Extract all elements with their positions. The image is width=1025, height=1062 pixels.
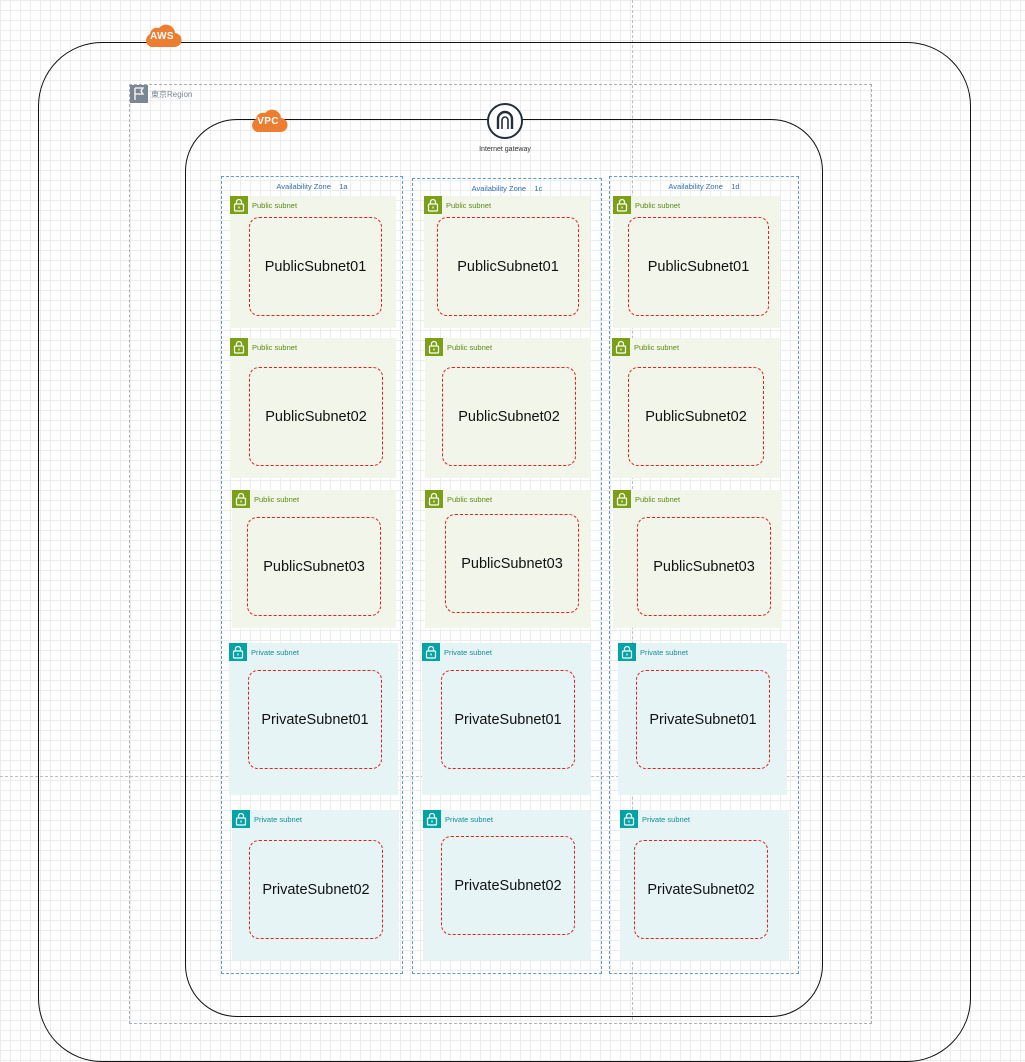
lock-icon [612, 338, 630, 356]
subnet-type-label: Public subnet [254, 495, 300, 504]
subnet-name-label: PrivateSubnet01 [261, 711, 369, 728]
subnet-name-label: PrivateSubnet02 [262, 881, 370, 898]
subnet-resource-box[interactable]: PublicSubnet03 [247, 517, 381, 616]
subnet-resource-box[interactable]: PrivateSubnet01 [248, 670, 382, 769]
subnet-name-label: PublicSubnet03 [653, 558, 755, 575]
subnet-resource-box[interactable]: PublicSubnet03 [445, 514, 579, 613]
lock-icon [232, 810, 250, 828]
lock-icon [613, 196, 631, 214]
availability-zone-label: Availability Zone 1a [276, 182, 348, 191]
subnet-name-label: PublicSubnet01 [264, 258, 367, 275]
subnet-resource-box[interactable]: PrivateSubnet02 [249, 840, 383, 939]
lock-icon [613, 490, 631, 508]
subnet-resource-box[interactable]: PrivateSubnet02 [441, 836, 575, 935]
lock-icon [424, 196, 442, 214]
subnet-resource-box[interactable]: PublicSubnet03 [637, 517, 771, 616]
availability-zone[interactable]: Availability Zone 1d [609, 176, 799, 974]
region-label: 東京Region [151, 90, 193, 99]
vpc-badge: VPC [248, 106, 288, 134]
cloud-icon [146, 24, 182, 48]
subnet-name-label: PrivateSubnet01 [454, 711, 562, 728]
subnet-type-label: Public subnet [635, 495, 681, 504]
subnet-resource-box[interactable]: PublicSubnet02 [628, 367, 764, 466]
subnet-type-label: Public subnet [252, 201, 298, 210]
public-subnet-group[interactable]: Public subnet [232, 490, 396, 628]
private-subnet-group[interactable]: Private subnet [422, 643, 591, 795]
subnet-name-label: PublicSubnet01 [457, 258, 559, 275]
lock-icon [232, 490, 250, 508]
subnet-type-label: Public subnet [446, 201, 492, 210]
flag-icon [130, 85, 148, 103]
internet-gateway-icon[interactable] [487, 103, 523, 139]
subnet-resource-box[interactable]: PublicSubnet01 [249, 217, 382, 316]
subnet-name-label: PrivateSubnet01 [649, 711, 757, 728]
subnet-type-label: Private subnet [254, 815, 302, 824]
public-subnet-group[interactable]: Public subnet [425, 338, 591, 478]
subnet-resource-box[interactable]: PrivateSubnet02 [634, 840, 768, 939]
availability-zone[interactable]: Availability Zone 1a [221, 176, 403, 974]
subnet-type-label: Private subnet [444, 648, 492, 657]
public-subnet-group[interactable]: Public subnet [230, 338, 396, 478]
subnet-type-label: Public subnet [447, 495, 493, 504]
lock-icon [230, 338, 248, 356]
subnet-name-label: PublicSubnet03 [263, 558, 365, 575]
lock-icon [423, 810, 441, 828]
subnet-type-label: Private subnet [642, 815, 690, 824]
subnet-resource-box[interactable]: PrivateSubnet01 [441, 670, 575, 769]
subnet-type-label: Private subnet [445, 815, 493, 824]
cloud-icon [252, 109, 288, 133]
aws-label: AWS [150, 30, 174, 42]
subnet-name-label: PublicSubnet02 [265, 408, 367, 425]
private-subnet-group[interactable]: Private subnet [229, 643, 398, 795]
lock-icon [618, 643, 636, 661]
aws-cloud-badge: AWS [142, 21, 182, 49]
subnet-name-label: PrivateSubnet02 [454, 877, 562, 894]
subnet-name-label: PublicSubnet03 [461, 555, 563, 572]
subnet-type-label: Private subnet [640, 648, 688, 657]
public-subnet-group[interactable]: Public subnet [613, 196, 780, 328]
lock-icon [422, 643, 440, 661]
public-subnet-group[interactable]: Public subnet [613, 490, 782, 628]
lock-icon [425, 338, 443, 356]
subnet-type-label: Private subnet [251, 648, 299, 657]
subnet-name-label: PrivateSubnet02 [647, 881, 755, 898]
availability-zone-label: Availability Zone 1c [471, 184, 543, 193]
private-subnet-group[interactable]: Private subnet [423, 810, 591, 960]
subnet-resource-box[interactable]: PublicSubnet02 [442, 367, 576, 466]
subnet-type-label: Public subnet [635, 201, 681, 210]
subnet-type-label: Public subnet [447, 343, 493, 352]
subnet-type-label: Public subnet [634, 343, 680, 352]
public-subnet-group[interactable]: Public subnet [612, 338, 780, 478]
subnet-resource-box[interactable]: PublicSubnet02 [249, 367, 383, 466]
private-subnet-group[interactable]: Private subnet [618, 643, 787, 795]
lock-icon [425, 490, 443, 508]
vpc-label: VPC [257, 115, 279, 127]
availability-zone-label: Availability Zone 1d [668, 182, 740, 191]
subnet-resource-box[interactable]: PublicSubnet01 [628, 217, 769, 316]
lock-icon [230, 196, 248, 214]
subnet-type-label: Public subnet [252, 343, 298, 352]
subnet-name-label: PublicSubnet02 [645, 408, 747, 425]
subnet-name-label: PublicSubnet01 [647, 258, 750, 275]
availability-zone[interactable]: Availability Zone 1c [412, 178, 602, 974]
lock-icon [229, 643, 247, 661]
public-subnet-group[interactable]: Public subnet [424, 196, 590, 328]
private-subnet-group[interactable]: Private subnet [232, 810, 399, 960]
subnet-resource-box[interactable]: PublicSubnet01 [437, 217, 579, 316]
subnet-resource-box[interactable]: PrivateSubnet01 [636, 670, 770, 769]
internet-gateway-label: Internet gateway [479, 146, 531, 153]
subnet-name-label: PublicSubnet02 [458, 408, 560, 425]
lock-icon [620, 810, 638, 828]
